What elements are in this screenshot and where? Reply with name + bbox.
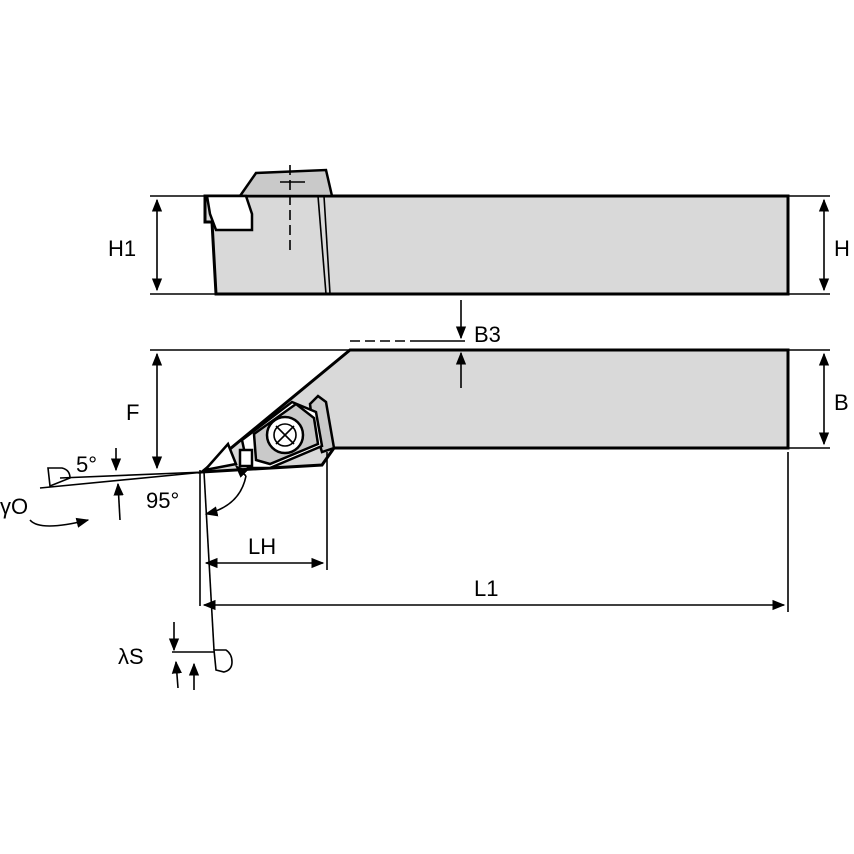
ninety-five-deg-label: 95° [146,488,179,513]
cutting-tip-icon [201,441,238,472]
five-deg-reference-line [59,471,206,479]
side-view-shank [203,194,790,296]
tip-axis-line [203,471,215,651]
f-label: F [126,400,139,425]
lambda-s-arrow-bottom [171,660,182,689]
lambda-s-section-icon [213,649,233,673]
b3-label: B3 [474,322,501,347]
lambda-s-label: λS [118,644,144,669]
ninety-five-deg-arc [204,475,247,517]
top-view: B3 B F 5° γO 95° LH L1 [0,300,849,690]
side-view-edge-line [317,195,327,295]
lh-label: LH [248,534,276,559]
gamma-o-label: γO [0,494,28,519]
five-deg-arrow-bottom [113,482,124,521]
insert-corner-icon [238,448,254,468]
screw-slot [275,425,295,445]
ninety-five-deg-arrow [235,465,248,478]
gamma-o-section-icon [47,467,71,488]
clamp-top-icon [237,168,334,198]
insert-side-icon [205,194,254,232]
l1-label: L1 [474,576,498,601]
gamma-o-arrow [29,517,90,528]
screw-inner-ring [273,423,297,447]
h1-label: H1 [108,236,136,261]
h-label: H [834,236,850,261]
b-label: B [834,390,849,415]
five-deg-edge-line [39,471,206,489]
side-view-edge-line [323,195,331,295]
side-view: H1 H [108,165,850,296]
five-deg-label: 5° [76,452,97,477]
